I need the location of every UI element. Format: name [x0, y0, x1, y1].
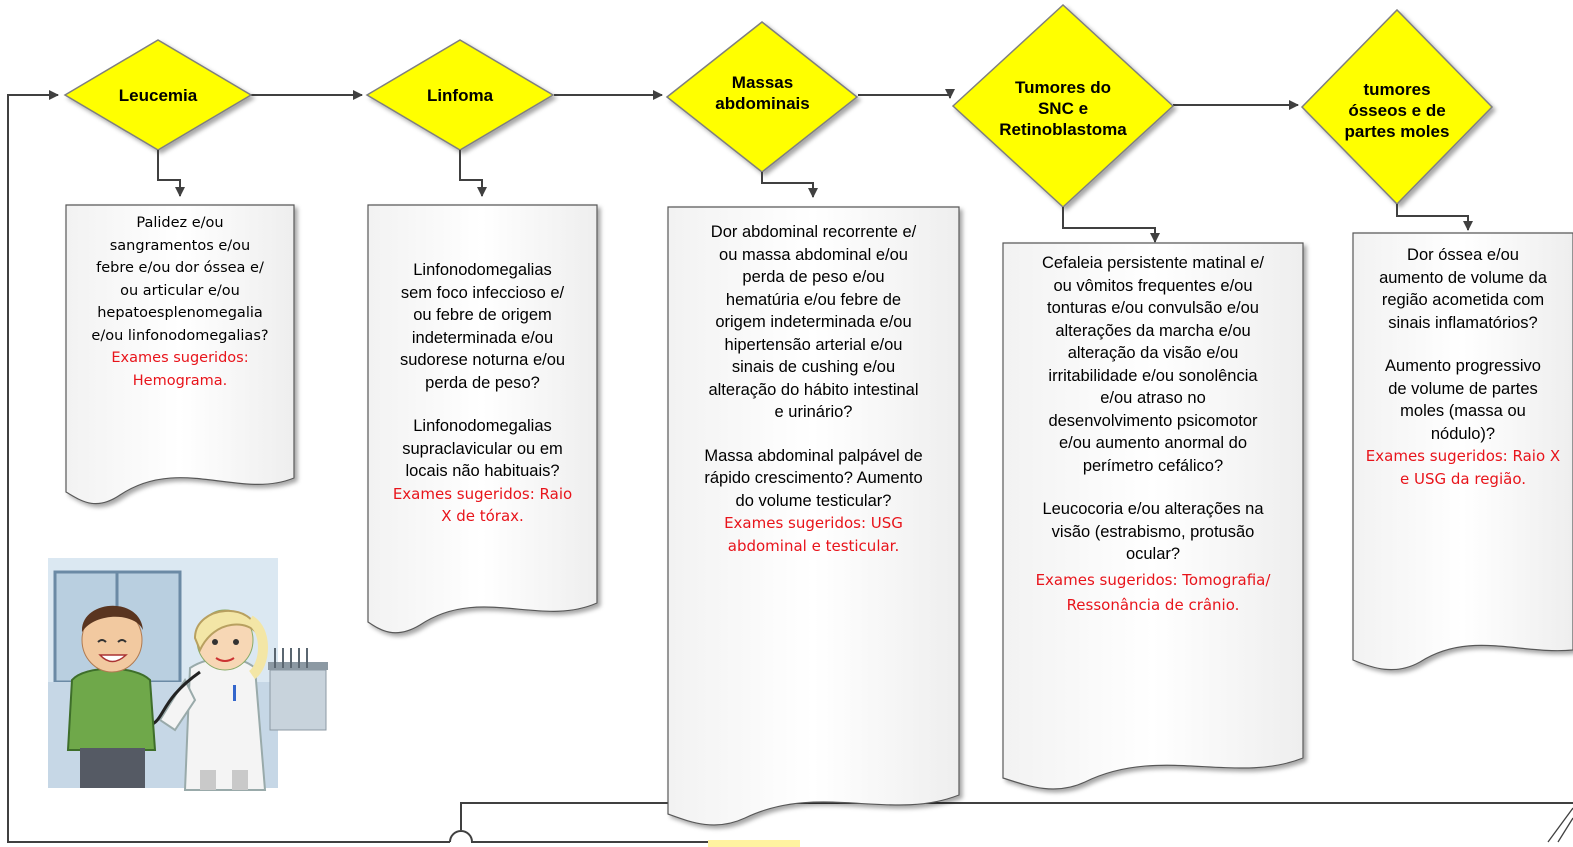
doctor-child-illustration: [48, 558, 328, 791]
symptom-line: Cefaleia persistente matinal e/: [1042, 254, 1264, 272]
symptom-line: sinais de cushing e/ou: [731, 358, 896, 376]
symptom-line: Dor abdominal recorrente e/: [710, 223, 917, 241]
symptom-line: alteração da visão e/ou: [1067, 344, 1239, 362]
paragraph-gap: [370, 394, 595, 415]
symptom-line: Aumento progressivo: [1385, 357, 1541, 375]
step-title-leucemia: Leucemia: [118, 85, 198, 105]
symptom-line: região acometida com: [1381, 291, 1545, 309]
step-text-leucemia: Palidez e/ou sangramentos e/ou febre e/o…: [70, 212, 290, 392]
symptom-line: moles (massa ou: [1400, 402, 1526, 420]
symptom-line: sem foco infeccioso e/: [400, 283, 565, 302]
symptom-line: ocular?: [1125, 545, 1181, 563]
symptom-line: hipertensão arterial e/ou: [724, 335, 903, 354]
document-massas: [667, 206, 960, 826]
symptom-line: alteração do hábito intestinal: [708, 380, 919, 399]
document-leucemia: [65, 204, 295, 505]
exam-line: abdominal e testicular.: [727, 536, 900, 555]
symptom-line: ou vômitos frequentes e/ou: [1053, 276, 1253, 295]
step-title-osseos: tumores ósseos e de partes moles: [1344, 79, 1450, 141]
symptom-line: sangramentos e/ou: [109, 237, 251, 254]
diamond-linfoma: [365, 39, 555, 151]
symptom-line: rápido crescimento? Aumento: [704, 469, 923, 487]
symptom-line: Linfonodomegalias: [413, 261, 552, 279]
symptom-line: sudorese noturna e/ou: [399, 351, 566, 369]
symptom-line: do volume testicular?: [735, 491, 892, 510]
exam-line: X de tórax.: [441, 507, 524, 525]
symptom-line: alterações da marcha e/ou: [1055, 321, 1251, 340]
symptom-line: visão (estrabismo, protusão: [1051, 522, 1255, 541]
symptom-line: ou massa abdominal e/ou: [719, 245, 908, 264]
symptom-line: perda de peso e/ou: [742, 268, 885, 286]
symptom-line: Dor óssea e/ou: [1407, 246, 1519, 264]
symptom-line: supraclavicular ou em: [402, 439, 563, 458]
symptom-line: e urinário?: [774, 403, 853, 421]
diamond-snc: [951, 3, 1175, 209]
symptom-line: aumento de volume da: [1379, 268, 1547, 287]
diamond-osseos: [1300, 8, 1494, 206]
symptom-line: locais não habituais?: [405, 462, 560, 480]
symptom-line: indeterminada e/ou: [411, 328, 554, 347]
symptom-line: Massa abdominal palpável de: [704, 446, 923, 465]
symptom-line: Leucocoria e/ou alterações na: [1042, 500, 1264, 518]
exam-line: Ressonância de crânio.: [1066, 595, 1240, 614]
symptom-line: Palidez e/ou: [136, 215, 224, 231]
symptom-line: ou articular e/ou: [120, 282, 240, 299]
step-text-snc: Cefaleia persistente matinal e/ ou vômit…: [1003, 252, 1303, 616]
symptom-line: hepatoesplenomegalia: [97, 305, 263, 321]
flow-arrows: [248, 89, 1299, 110]
symptom-line: perímetro cefálico?: [1082, 456, 1224, 475]
step-title-snc: Tumores do SNC e Retinoblastoma: [999, 77, 1127, 139]
symptom-line: tonturas e/ou convulsão e/ou: [1047, 299, 1259, 317]
step-title-massas: Massas abdominais: [715, 73, 810, 113]
step-text-osseos: Dor óssea e/ou aumento de volume da regi…: [1353, 244, 1573, 490]
exam-line: e USG da região.: [1400, 469, 1526, 488]
symptom-line: e/ou linfonodomegalias?: [91, 327, 269, 344]
symptom-line: hematúria e/ou febre de: [725, 290, 902, 309]
symptom-line: perda de peso?: [425, 373, 540, 392]
symptom-line: febre e/ou dor óssea e/: [96, 260, 264, 276]
paragraph-gap: [668, 424, 959, 445]
diamond-massas: [665, 21, 859, 173]
symptom-line: ou febre de origem: [413, 306, 552, 324]
document-snc: [1002, 242, 1304, 790]
symptom-line: origem indeterminada e/ou: [715, 313, 912, 331]
paragraph-gap: [1353, 334, 1573, 355]
exam-line: Hemograma.: [132, 372, 228, 389]
step-text-linfoma: Linfonodomegalias sem foco infeccioso e/…: [370, 259, 595, 528]
symptom-line: e/ou aumento anormal do: [1058, 434, 1248, 452]
symptom-line: de volume de partes: [1388, 379, 1538, 398]
down-arrows: [157, 150, 1473, 243]
exam-line: Exames sugeridos: Raio X: [1365, 447, 1561, 465]
document-osseos: [1352, 232, 1573, 671]
symptom-line: sinais inflamatórios?: [1388, 313, 1538, 332]
exam-line: Exames sugeridos: Raio: [392, 484, 573, 503]
symptom-line: e/ou atraso no: [1100, 389, 1206, 407]
exam-line: Exames sugeridos:: [111, 350, 249, 366]
diamond-leucemia: [63, 39, 253, 151]
symptom-line: Linfonodomegalias: [413, 417, 552, 435]
step-text-massas: Dor abdominal recorrente e/ ou massa abd…: [668, 221, 959, 557]
symptom-line: irritabilidade e/ou sonolência: [1048, 366, 1258, 385]
document-linfoma: [367, 204, 598, 634]
symptom-line: nódulo)?: [1430, 424, 1496, 443]
exam-line: Exames sugeridos: USG: [724, 514, 903, 532]
exam-line: Exames sugeridos: Tomografia/: [1035, 570, 1271, 589]
paragraph-gap: [1003, 477, 1303, 498]
step-title-linfoma: Linfoma: [426, 85, 494, 105]
symptom-line: desenvolvimento psicomotor: [1048, 411, 1258, 430]
